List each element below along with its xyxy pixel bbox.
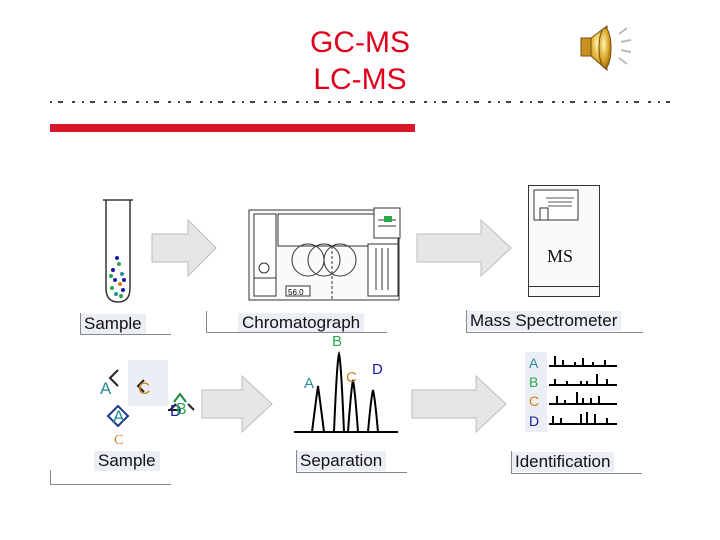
ident-row-b: B bbox=[529, 374, 538, 390]
mixture-a1: A bbox=[100, 379, 112, 398]
label-identification-frame bbox=[511, 451, 642, 474]
arrow-separation-to-identification bbox=[411, 374, 507, 434]
identification-spectra: A B C D bbox=[529, 355, 617, 429]
label-identification: Identification bbox=[511, 452, 615, 472]
mass-spectrometer-icon: MS bbox=[528, 185, 600, 297]
mixture-b: B bbox=[176, 401, 187, 418]
mixture-a2: A bbox=[113, 407, 125, 426]
separation-chromatogram: B A C D bbox=[294, 333, 398, 433]
label-sample-top-frame bbox=[80, 313, 171, 335]
ident-row-a: A bbox=[529, 355, 539, 371]
ident-row-c: C bbox=[529, 393, 539, 409]
mixture-c1: C bbox=[138, 379, 150, 398]
label-chromatograph-frame bbox=[206, 311, 387, 333]
title-lc-ms: LC-MS bbox=[313, 63, 407, 96]
peak-label-c: C bbox=[346, 369, 357, 386]
ident-row-d: D bbox=[529, 413, 539, 429]
label-sample-bottom-frame bbox=[50, 470, 171, 485]
arrow-sample-to-separation bbox=[201, 374, 273, 434]
label-mass-spectrometer-frame bbox=[466, 310, 643, 333]
title-gc-ms: GC-MS bbox=[310, 26, 410, 59]
mixture-c2: C bbox=[114, 433, 123, 448]
gas-chromatograph-icon: 56.0 bbox=[248, 207, 401, 301]
peak-label-b: B bbox=[332, 333, 342, 350]
identification-letter-bg bbox=[525, 352, 547, 432]
arrow-sample-to-gc bbox=[151, 218, 217, 278]
test-tube-icon bbox=[103, 199, 133, 303]
mixture-d: D bbox=[170, 403, 182, 420]
sample-mixture: A C A C D B bbox=[100, 360, 195, 448]
peak-label-a: A bbox=[304, 375, 314, 392]
ms-panel bbox=[533, 189, 579, 221]
label-chromatograph: Chromatograph bbox=[238, 313, 365, 333]
ms-base bbox=[529, 286, 599, 297]
arrow-gc-to-ms bbox=[416, 218, 512, 278]
label-separation-frame bbox=[296, 450, 407, 473]
label-sample-bottom: Sample bbox=[94, 451, 160, 471]
label-sample-top: Sample bbox=[80, 314, 146, 334]
label-separation: Separation bbox=[296, 451, 387, 471]
peak-label-d: D bbox=[372, 361, 383, 378]
speaker-icon[interactable] bbox=[575, 20, 645, 80]
gc-readout: 56.0 bbox=[288, 288, 304, 297]
ms-box-label: MS bbox=[547, 246, 574, 266]
red-bar bbox=[50, 124, 415, 132]
label-mass-spectrometer: Mass Spectrometer bbox=[466, 311, 622, 331]
dotted-divider bbox=[50, 101, 670, 103]
